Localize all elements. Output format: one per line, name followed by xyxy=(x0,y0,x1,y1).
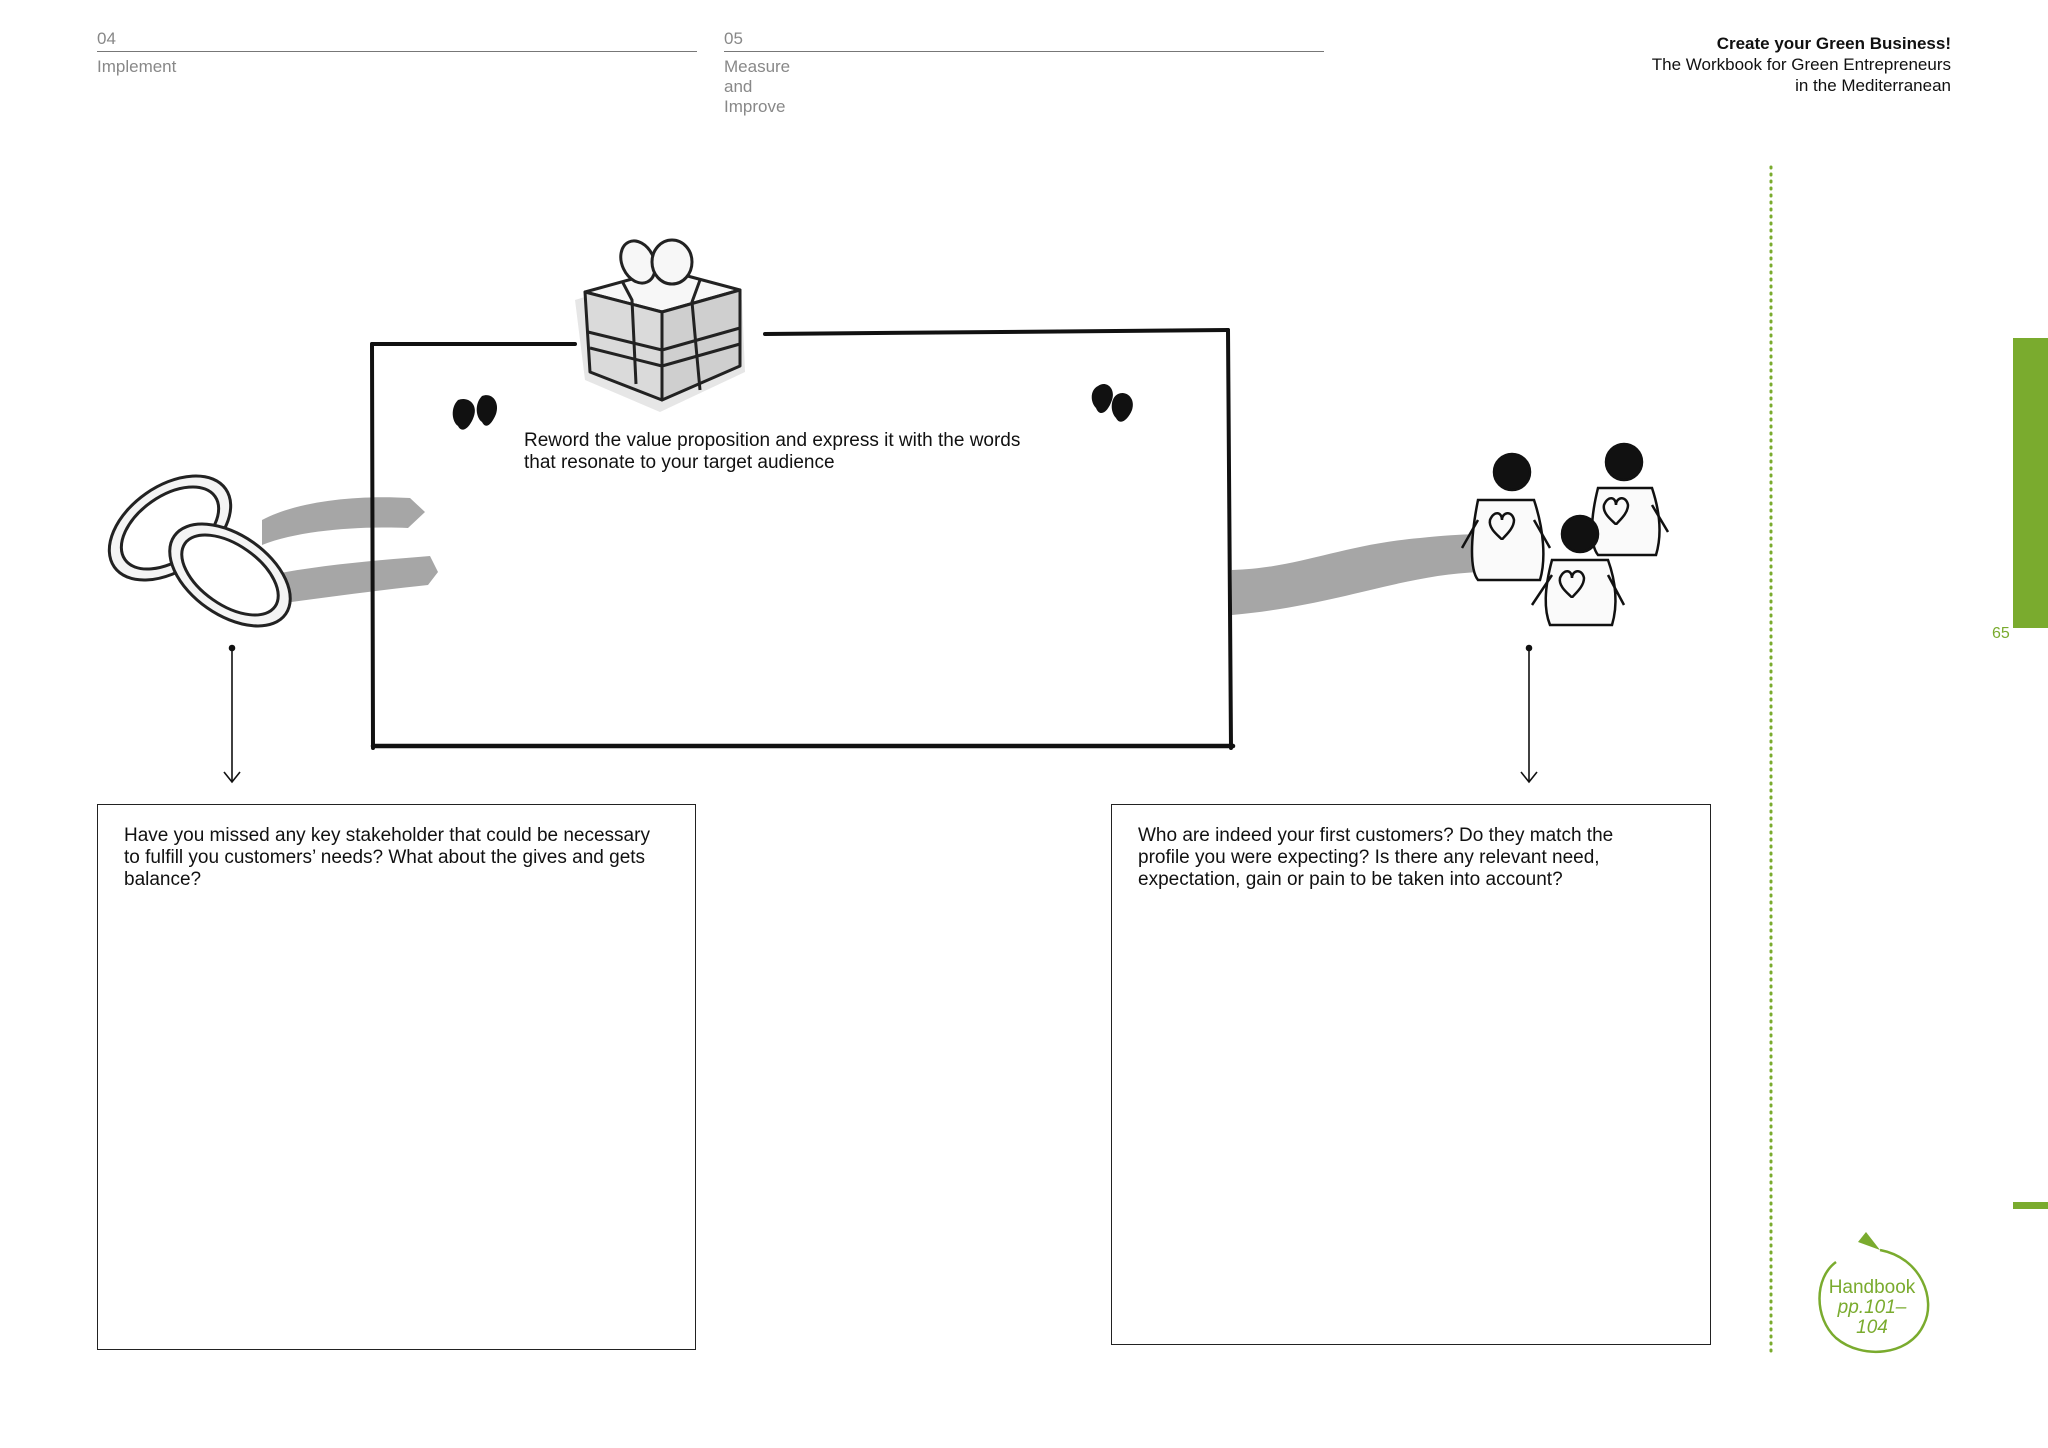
book-subtitle-line1: The Workbook for Green Entrepreneurs xyxy=(1651,55,1951,74)
handbook-arrow-icon xyxy=(1818,1232,1930,1353)
value-proposition-answer-area[interactable] xyxy=(400,480,1200,730)
nav-number-05: 05 xyxy=(724,29,743,48)
customers-prompt-line2: profile you were expecting? Is there any… xyxy=(1138,847,1600,868)
customers-prompt: Who are indeed your first customers? Do … xyxy=(1138,825,1684,891)
stakeholders-prompt-line1: Have you missed any key stakeholder that… xyxy=(124,825,650,846)
gift-box-illustration xyxy=(575,238,745,412)
book-subtitle-line2: in the Mediterranean xyxy=(1795,76,1951,95)
ribbon-left xyxy=(262,497,438,605)
page-number: 65 xyxy=(1992,625,2010,642)
handbook-pages: pp.101–104 xyxy=(1837,1297,1907,1338)
chapter-tab[interactable] xyxy=(2013,338,2048,628)
customers-prompt-line1: Who are indeed your first customers? Do … xyxy=(1138,825,1614,846)
handbook-label: Handbook xyxy=(1828,1277,1916,1298)
nav-item-implement[interactable]: Implement xyxy=(97,57,177,76)
book-title-main: Create your Green Business! xyxy=(1716,34,1951,53)
arrow-left xyxy=(223,644,241,784)
book-title: Create your Green Business! The Workbook… xyxy=(1652,33,1951,96)
customer-figure xyxy=(1530,514,1626,627)
quote-icon xyxy=(452,383,1133,430)
customers-answer-box[interactable]: Who are indeed your first customers? Do … xyxy=(1111,804,1711,1345)
wedding-rings-illustration xyxy=(107,474,292,628)
stakeholders-answer-box[interactable]: Have you missed any key stakeholder that… xyxy=(97,804,696,1350)
stakeholders-prompt: Have you missed any key stakeholder that… xyxy=(124,825,669,891)
ribbon-right xyxy=(1232,534,1507,615)
customer-figure xyxy=(1590,442,1670,557)
progress-marker xyxy=(2013,1202,2048,1209)
handbook-reference[interactable]: Handbook pp.101–104 xyxy=(1822,1278,1922,1338)
customers-prompt-line3: expectation, gain or pain to be taken in… xyxy=(1138,869,1563,890)
value-frame xyxy=(370,328,1236,750)
value-prompt-line2: that resonate to your target audience xyxy=(524,452,835,473)
customer-figure xyxy=(1460,452,1552,582)
nav-rule-05 xyxy=(724,51,1324,52)
nav-item-measure-improve[interactable]: Measure and Improve xyxy=(724,57,791,116)
stakeholders-prompt-line2: to fulfill you customers’ needs? What ab… xyxy=(124,847,646,868)
stakeholders-prompt-line3: balance? xyxy=(124,869,202,890)
nav-number-04: 04 xyxy=(97,29,116,48)
customers-figures-illustration xyxy=(1460,442,1670,627)
nav-rule-04 xyxy=(97,51,697,52)
arrow-right xyxy=(1520,644,1538,784)
value-prompt-line1: Reword the value proposition and express… xyxy=(524,430,1021,451)
value-proposition-prompt: Reword the value proposition and express… xyxy=(524,430,1020,474)
